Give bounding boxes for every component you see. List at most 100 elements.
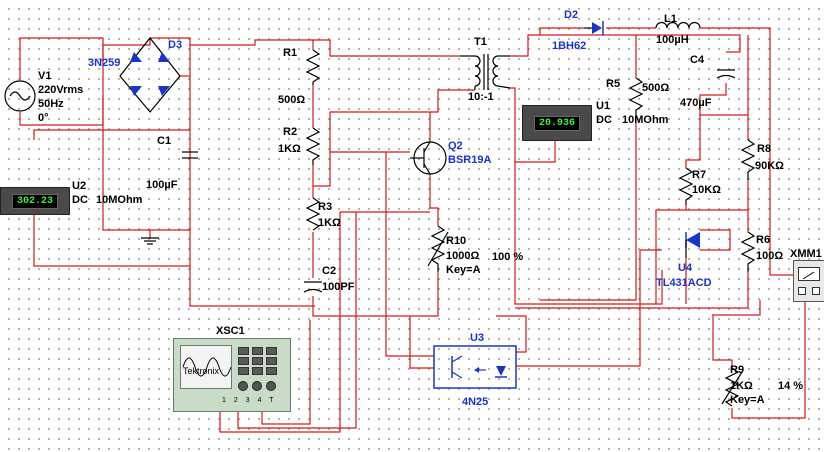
l1-inductor[interactable] [655,21,701,29]
xsc1-brand: Tektronix [183,366,220,376]
xsc1-oscilloscope[interactable]: Tektronix 1 2 3 4 T [173,338,291,412]
r1-resistor[interactable] [305,49,321,85]
xsc1-terminals: 1 2 3 4 T [222,397,277,404]
c1-value: 100µF [146,179,178,191]
scope-button[interactable] [266,347,277,355]
r6-resistor[interactable] [740,231,756,272]
xmm1-terminal-minus[interactable] [798,287,806,295]
scope-knob[interactable] [252,381,262,391]
r10-ref: R10 [446,235,466,247]
c4-ref: C4 [690,54,705,66]
r9-ref: R9 [730,364,744,376]
u1-reading: 20.936 [533,115,580,131]
c1-capacitor[interactable] [182,151,198,159]
c2-capacitor[interactable] [303,281,323,293]
labels: V1 220Vrms 50Hz 0° 3N259 D3 C1 100µF U2 … [38,9,822,408]
l1-value: 100µH [656,34,689,46]
r2-value: 1KΩ [278,143,301,155]
u4-part: TL431ACD [656,277,712,289]
c2-ref: C2 [322,265,336,277]
c2-value: 100PF [322,281,355,293]
meter-needle-icon [802,271,815,280]
scope-button[interactable] [238,357,249,365]
r3-ref: R3 [318,201,332,213]
scope-button[interactable] [266,367,277,375]
d3-ref: D3 [168,39,182,51]
d3-bridge-rectifier[interactable] [119,37,181,113]
r3-resistor[interactable] [305,197,321,231]
v1-phase: 0° [38,112,49,124]
r6-value: 100Ω [756,250,783,262]
v1-ref: V1 [38,70,51,82]
r7-value: 10KΩ [692,184,721,196]
d2-ref: D2 [564,9,578,21]
xsc1-ref: XSC1 [216,325,245,337]
t1-ref: T1 [474,36,487,48]
u2-impedance: 10MOhm [96,194,143,206]
r6-ref: R6 [756,234,770,246]
u2-reading: 302.23 [11,193,58,209]
scope-waveform-icon [182,357,231,377]
r10-key: Key=A [446,264,481,276]
scope-button[interactable] [238,347,249,355]
v1-ac-source[interactable] [4,80,36,112]
scope-button[interactable] [266,357,277,365]
r9-key: Key=A [730,394,765,406]
r10-percent: 100 % [492,251,523,263]
r7-ref: R7 [692,169,706,181]
u3-ref: U3 [470,332,484,344]
c1-ref: C1 [157,135,171,147]
u1-impedance: 10MOhm [622,114,669,126]
xsc1-screen: Tektronix [180,345,232,389]
xmm1-ref: XMM1 [790,248,822,260]
r9-value: 1KΩ [730,380,753,392]
xmm1-multimeter[interactable] [793,260,824,302]
r10-value: 1000Ω [446,250,479,262]
u4-shunt-regulator[interactable] [685,232,700,258]
q2-ref: Q2 [448,140,463,152]
v1-voltage: 220Vrms [38,84,83,96]
u4-ref: U4 [678,262,693,274]
r9-percent: 14 % [778,380,803,392]
v1-freq: 50Hz [38,98,64,110]
u1-ref: U1 [596,100,610,112]
r1-value: 500Ω [278,94,305,106]
u2-ref: U2 [72,180,86,192]
u1-mode: DC [596,114,612,126]
d3-part: 3N259 [88,57,120,69]
t1-transformer[interactable] [460,54,511,90]
d2-part: 1BH62 [552,40,586,52]
r5-resistor[interactable] [628,77,644,118]
xmm1-terminal-plus[interactable] [812,287,820,295]
ground-symbol [141,237,159,245]
r8-ref: R8 [757,143,771,155]
r10-potentiometer[interactable] [427,225,449,272]
r1-ref: R1 [283,47,297,59]
r8-value: 90KΩ [755,160,784,172]
wires [19,27,806,433]
t1-ratio: 10:-1 [468,91,494,103]
scope-knob[interactable] [266,381,276,391]
scope-button[interactable] [252,357,263,365]
d2-diode[interactable] [584,21,604,35]
scope-button[interactable] [252,347,263,355]
l1-ref: L1 [664,13,677,25]
r2-resistor[interactable] [305,127,321,165]
u3-optocoupler[interactable] [433,345,517,389]
q2-transistor[interactable] [410,141,447,175]
u2-voltmeter[interactable]: 302.23 [0,187,70,215]
u3-part: 4N25 [462,396,488,408]
r3-value: 1KΩ [318,217,341,229]
r5-value: 500Ω [642,82,669,94]
scope-button[interactable] [252,367,263,375]
scope-knob[interactable] [238,381,248,391]
u1-voltmeter[interactable]: 20.936 [522,105,592,141]
r9-potentiometer[interactable] [721,367,743,407]
q2-part: BSR19A [448,154,491,166]
c4-capacitor[interactable] [716,69,736,79]
u2-mode: DC [72,194,88,206]
scope-button[interactable] [238,367,249,375]
r7-resistor[interactable] [678,167,694,205]
r8-resistor[interactable] [740,139,756,180]
